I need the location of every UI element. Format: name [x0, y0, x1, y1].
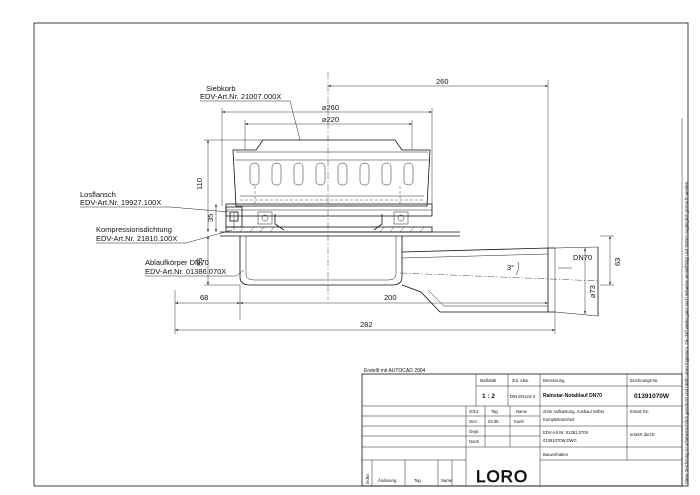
name-label: Name	[516, 409, 528, 414]
dim-220-diameter: ⌀220	[322, 115, 339, 124]
loose-flange	[225, 203, 433, 231]
zul-abw-label: Zul. Abw.	[512, 378, 529, 383]
label-losflansch-art: EDV-Art.Nr. 19927.100X	[80, 198, 161, 207]
dim-dn70: DN70	[573, 253, 592, 262]
ersatz-fuer: Ersatz für:	[630, 409, 649, 414]
drain-body	[239, 236, 601, 317]
index-label: Index	[365, 473, 370, 484]
label-losflansch: Losflansch	[80, 190, 116, 199]
copyright-note: Diese Zeichnung ist urheberrechtlich ges…	[684, 181, 689, 484]
zeichnungs-nr-label: Zeichnungs-Nr.	[630, 378, 658, 383]
zul-abw-value: DIN EN124-3	[510, 394, 536, 399]
benennung-value: Rainstar-Notablauf DN70	[543, 393, 602, 399]
zeichnungs-nr-value: 01391070W	[634, 393, 670, 400]
aenderung-label: Änderung	[378, 478, 397, 483]
dim-35: 35	[206, 214, 215, 222]
massstab-value: 1 : 2	[482, 393, 495, 400]
strainer-basket	[232, 139, 431, 207]
label-siebkorb-art: EDV-Art.Nr. 21007.000X	[200, 92, 281, 101]
sheet-frame	[33, 22, 689, 487]
dim-200: 200	[384, 293, 397, 302]
dim-110: 110	[195, 178, 204, 190]
norm-label: Norm	[469, 439, 480, 444]
gez-date: 03.05.	[488, 419, 500, 424]
massstab-label: Maßstab	[480, 378, 497, 383]
label-ablaufkoerper-art: EDV-Art.Nr. 01386.070X	[145, 267, 226, 276]
gez-label: Gez.	[469, 419, 478, 424]
tag-label: Tag	[491, 409, 498, 414]
description-4: 01391070W.DWG	[543, 438, 577, 443]
dim-63: 63	[613, 258, 622, 266]
dim-260-total: 260	[436, 77, 449, 86]
dim-68: 68	[200, 293, 208, 302]
year: 2012	[469, 409, 479, 414]
description-2: Komplettoeinheit	[543, 417, 575, 422]
name2-label: Name	[441, 478, 453, 483]
dim-73-diameter: ⌀73	[588, 285, 597, 298]
benennung-label: Benennung	[543, 378, 565, 383]
gez-name: Koeb	[514, 419, 524, 424]
description-1: ohne Aufkantung, Ausbau/ selbst	[543, 409, 605, 414]
loro-logo: LORO	[476, 467, 528, 486]
tag2-label: Tag	[414, 478, 421, 483]
dim-282: 282	[360, 320, 373, 329]
label-kompressionsdichtung-art: EDV-Art.Nr. 21810.100X	[96, 234, 177, 243]
dim-55: 55	[195, 258, 204, 266]
label-ablaufkoerper: Ablaufkörper DN70	[145, 258, 209, 267]
created-with: Erstellt mit AUTOCAD 2004	[364, 368, 426, 374]
label-siebkorb: Siebkorb	[206, 84, 236, 93]
drain-drawing: 260 ⌀260 ⌀220 110 35 55 63 ⌀73 DN70	[80, 72, 622, 334]
description-3: EDV-Art.Nr. 01391.070X	[543, 430, 589, 435]
bauvorhaben: Bauvorhaben	[543, 452, 569, 457]
dim-260-diameter: ⌀260	[322, 103, 339, 112]
title-block: Erstellt mit AUTOCAD 2004 Maßstab 1 : 2 …	[361, 368, 683, 487]
compression-seal	[220, 226, 460, 237]
dim-angle: 3°	[507, 263, 514, 272]
ersetzt-durch: ersetzt durch:	[630, 432, 655, 437]
label-kompressionsdichtung: Kompressionsdichtung	[96, 225, 172, 234]
gepr-label: Gepr.	[469, 429, 479, 434]
